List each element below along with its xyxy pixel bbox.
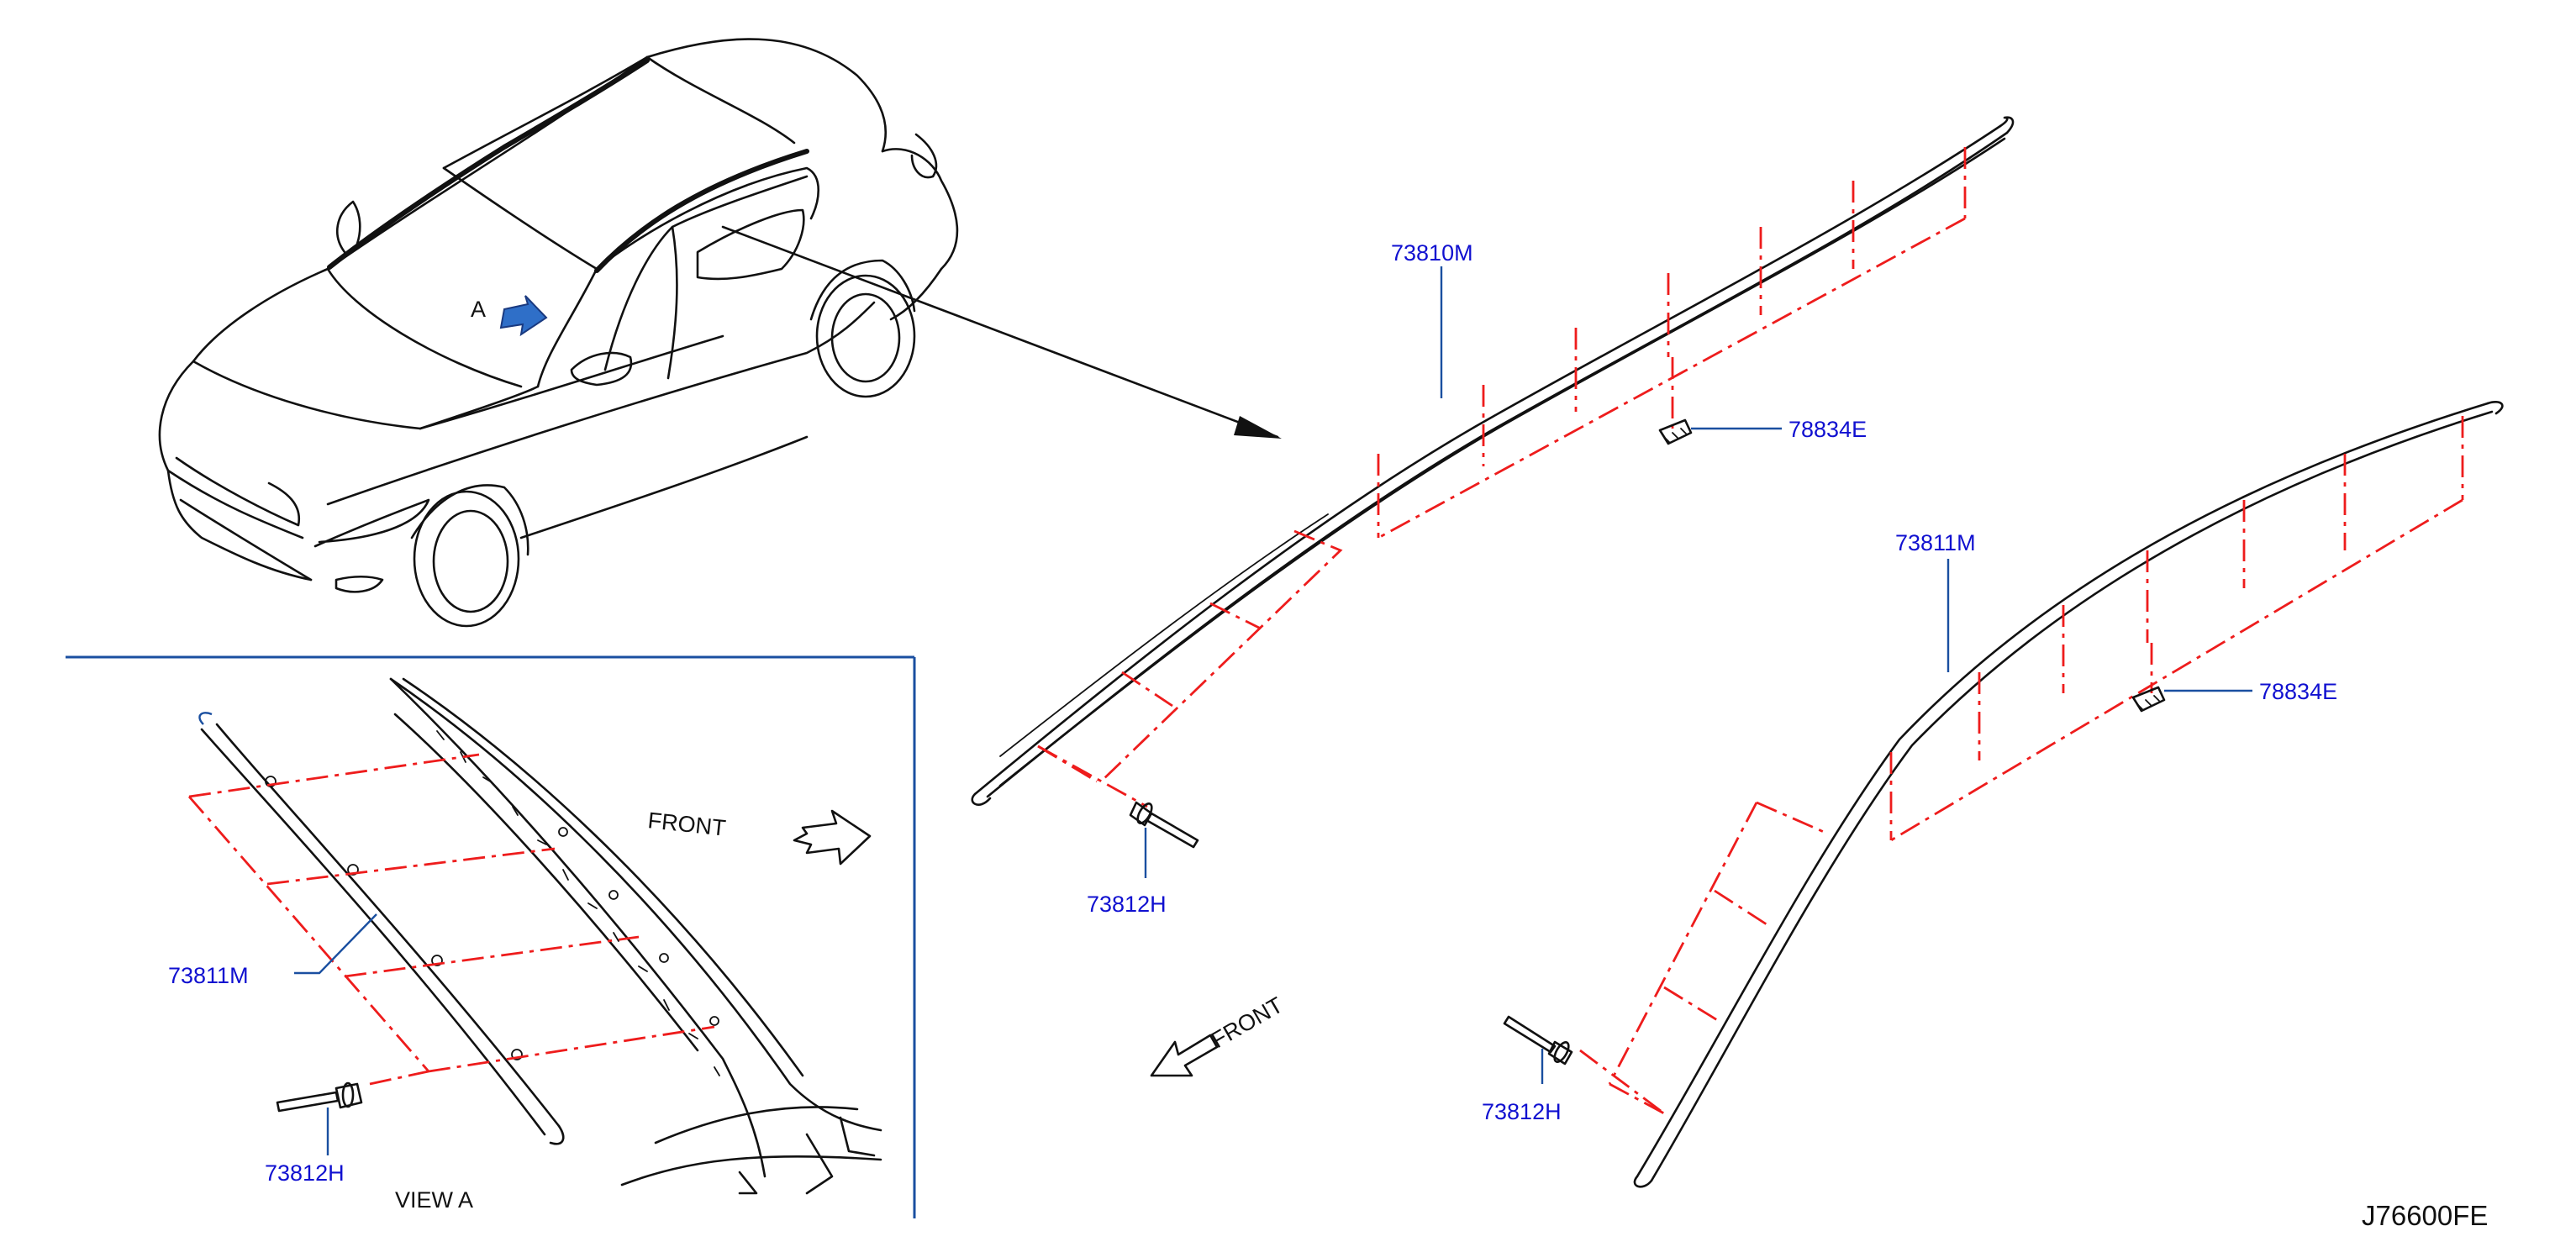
front-label-main: FRONT	[1207, 992, 1288, 1053]
view-label: VIEW A	[395, 1187, 473, 1213]
inset-view-a: 73812H 73811M FRONT VIEW A	[66, 655, 916, 1218]
leader-arrow-head	[1234, 416, 1282, 439]
view-arrow-label: A	[471, 297, 486, 322]
label-73810M: 73810M	[1391, 240, 1473, 266]
label-73811M-main: 73811M	[1895, 530, 1976, 555]
front-label-inset: FRONT	[646, 808, 727, 841]
front-arrow-icon-main	[1150, 1034, 1219, 1077]
car-illustration: A	[158, 38, 1282, 628]
view-a-arrow-icon	[499, 295, 548, 337]
molding-73811M: 78834E 73811M 73812H	[1482, 401, 2504, 1188]
label-73812H-main-right: 73812H	[1482, 1099, 1562, 1124]
label-78834E-lower: 78834E	[2259, 679, 2337, 704]
front-arrow-icon-inset	[793, 809, 872, 866]
label-73812H-main-left: 73812H	[1087, 892, 1167, 917]
label-73812H-inset: 73812H	[265, 1160, 345, 1186]
front-indicator-main: FRONT	[1150, 992, 1288, 1077]
label-73811M-inset: 73811M	[168, 963, 249, 988]
molding-73810M: 78834E 73810M 73812H	[971, 116, 2015, 917]
label-78834E-upper: 78834E	[1788, 417, 1867, 442]
diagram-code: J76600FE	[2362, 1200, 2488, 1231]
